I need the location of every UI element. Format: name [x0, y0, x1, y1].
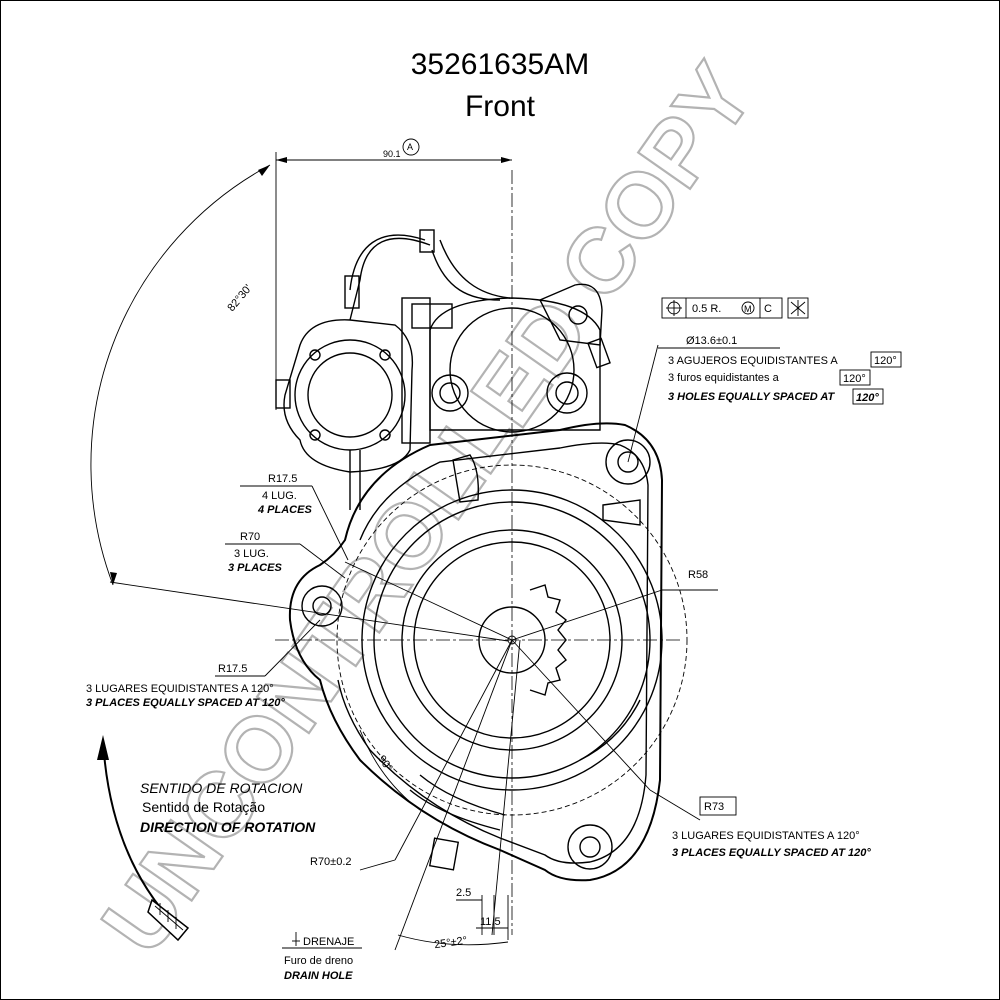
dim-r17-5-bottom: R17.5 — [218, 663, 247, 675]
drain-en: DRAIN HOLE — [284, 970, 353, 982]
dim-places-3: 3 PLACES — [228, 562, 282, 574]
note-holes-es: 3 AGUJEROS EQUIDISTANTES A — [668, 355, 838, 367]
dim-places-4: 4 PLACES — [257, 504, 312, 516]
dim-11-5: 11.5 — [480, 916, 501, 928]
dim-r70-tol: R70±0.2 — [310, 856, 352, 868]
dim-width-top: 90.1 — [383, 149, 401, 159]
dim-r58: R58 — [688, 569, 708, 581]
drain-pt: Furo de dreno — [284, 955, 353, 967]
dim-r73: R73 — [704, 801, 724, 813]
rotation-pt: Sentido de Rotação — [142, 799, 265, 815]
dim-angle-25: 25°±2° — [433, 935, 468, 952]
tol-datum-c: C — [764, 303, 772, 315]
note-angle-120-es: 120° — [874, 355, 897, 367]
note-angle-120-pt: 120° — [843, 373, 866, 385]
note-places-en-right: 3 PLACES EQUALLY SPACED AT 120° — [672, 847, 871, 859]
note-places-es-right: 3 LUGARES EQUIDISTANTES A 120° — [672, 830, 860, 842]
datum-a-label: A — [407, 142, 413, 152]
tol-modifier-m: M — [744, 304, 752, 314]
note-holes-en: 3 HOLES EQUALLY SPACED AT — [668, 391, 836, 403]
dim-angle-top: 82°30' — [225, 282, 254, 313]
dim-r17-5-lug: R17.5 — [268, 473, 297, 485]
dim-r70: R70 — [240, 531, 260, 543]
drain-label: DRENAJE — [303, 936, 354, 948]
r73-box — [699, 796, 737, 816]
dim-lug-4: 4 LUG. — [262, 490, 297, 502]
starter-outline — [90, 138, 688, 935]
tolerance-frame — [661, 297, 809, 319]
rotation-arrow — [97, 735, 190, 942]
note-angle-120-en: 120° — [856, 392, 879, 404]
note-places-es-left: 3 LUGARES EQUIDISTANTES A 120° — [86, 683, 274, 695]
tol-hole-dia: Ø13.6±0.1 — [686, 335, 737, 347]
tol-position: 0.5 R. — [692, 303, 721, 315]
part-number-title: 35261635AM — [411, 48, 589, 81]
view-title: Front — [465, 90, 536, 123]
rotation-es: SENTIDO DE ROTACION — [140, 780, 303, 796]
dim-lug-3: 3 LUG. — [234, 548, 269, 560]
datum-a-symbol — [402, 138, 420, 156]
note-places-en-left: 3 PLACES EQUALLY SPACED AT 120° — [86, 697, 285, 709]
note-holes-pt: 3 furos equidistantes a — [668, 372, 780, 384]
rotation-en: DIRECTION OF ROTATION — [140, 819, 316, 835]
dim-2-5: 2.5 — [456, 887, 471, 899]
radius-leaders — [215, 344, 718, 951]
